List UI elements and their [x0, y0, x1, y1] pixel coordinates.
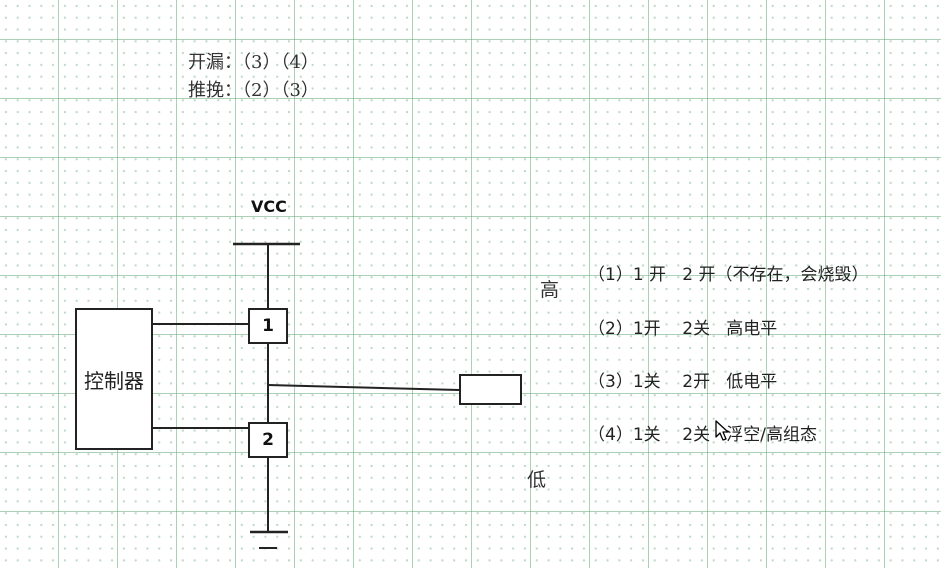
high-level-label: 高 [540, 279, 560, 301]
state-1: （1）1 开 2 开（不存在，会烧毁） [588, 265, 869, 285]
switch-2: 2 [248, 422, 288, 458]
controller-box: 控制器 [75, 308, 153, 450]
switch-1-label: 1 [262, 316, 274, 336]
mouse-cursor-icon [715, 420, 729, 441]
push-pull-label: 推挽： [188, 80, 242, 101]
switch-2-label: 2 [262, 430, 274, 450]
switch-1: 1 [248, 308, 288, 344]
low-level-label: 低 [527, 469, 547, 491]
vcc-label: VCC [251, 197, 287, 216]
state-4: （4）1关 2关 浮空/高组态 [588, 425, 818, 445]
state-3: （3）1关 2开 低电平 [588, 372, 778, 392]
push-pull-values: （2）（3） [242, 80, 319, 101]
output-wire [267, 384, 460, 391]
controller-label: 控制器 [84, 368, 144, 393]
open-drain-line: 开漏：（3）（4） [188, 48, 319, 74]
push-pull-line: 推挽：（2）（3） [188, 76, 319, 102]
output-load-box [459, 374, 522, 405]
open-drain-label: 开漏： [188, 52, 242, 73]
open-drain-values: （3）（4） [242, 52, 319, 73]
state-2: （2）1开 2关 高电平 [588, 319, 778, 339]
